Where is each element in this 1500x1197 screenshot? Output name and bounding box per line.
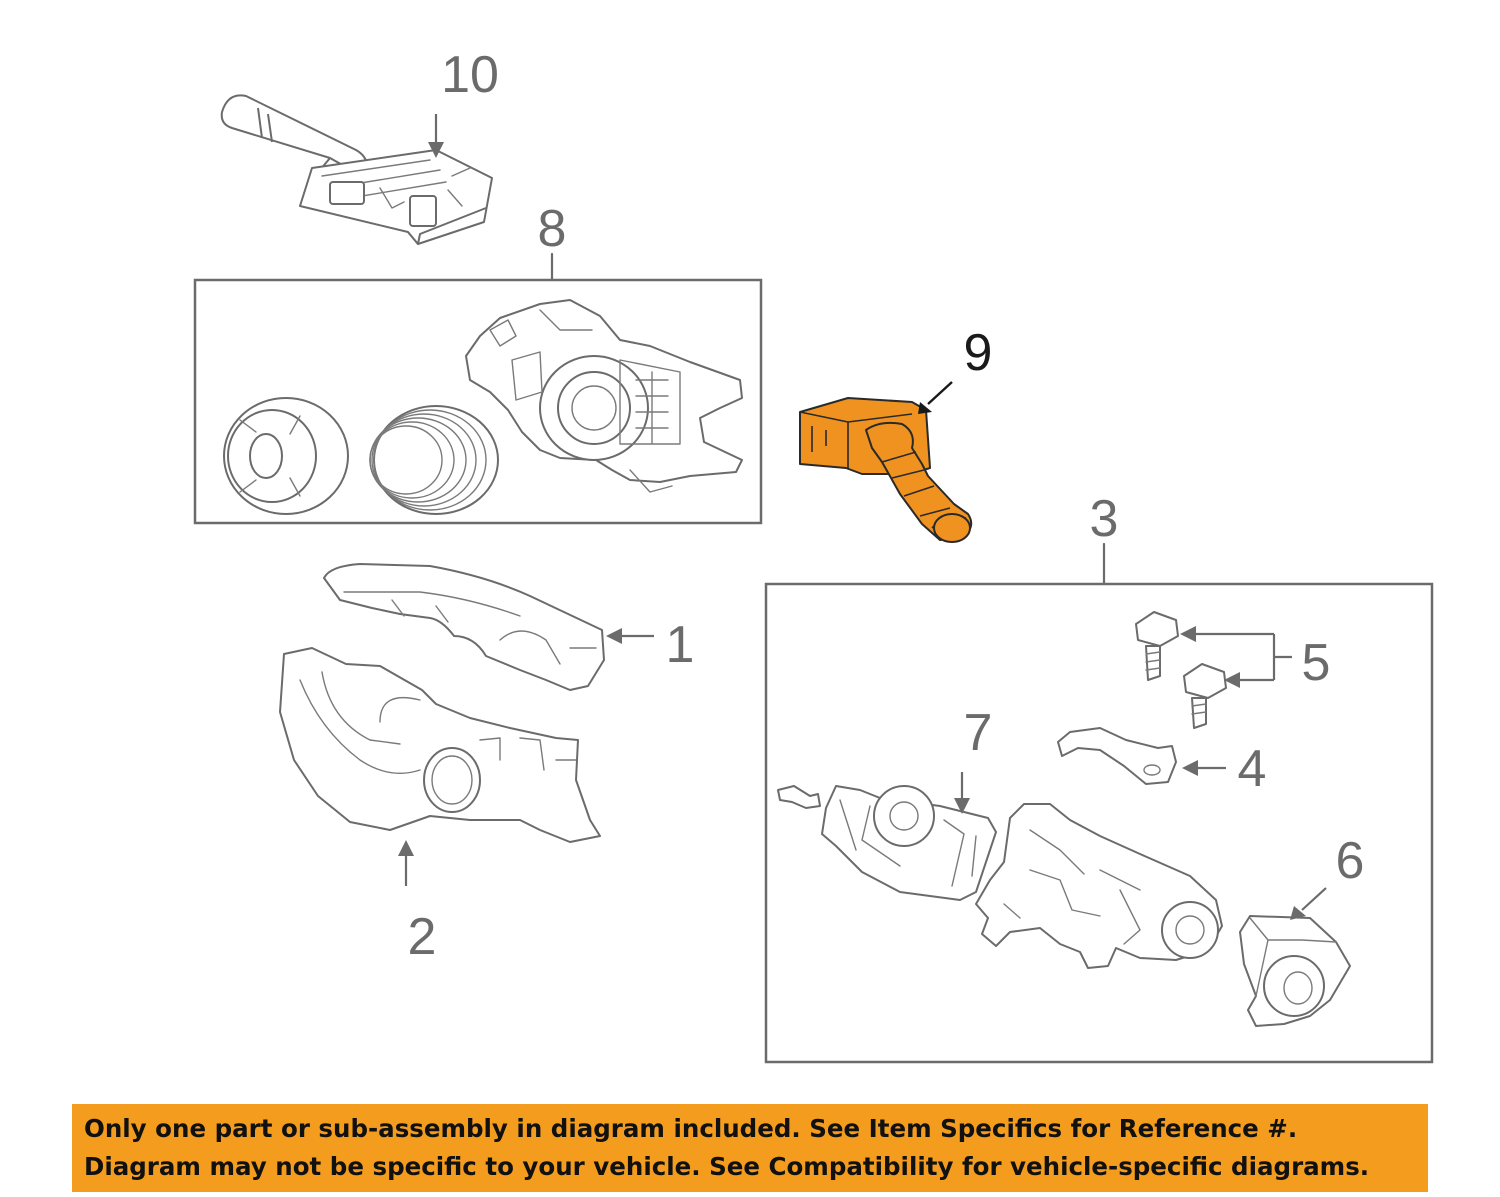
- part-1-upper-cover: [323, 563, 605, 691]
- arrow-2: [398, 840, 414, 886]
- callout-5: 5: [1302, 634, 1331, 692]
- parts-diagram: 10 8 9: [193, 46, 1434, 1064]
- part-10-wiper-switch: [220, 94, 493, 245]
- callout-4: 4: [1238, 740, 1267, 798]
- part-8-group-box: [193, 278, 763, 525]
- part-5-bolts: [1135, 611, 1227, 729]
- callout-3: 3: [1090, 490, 1119, 548]
- arrow-6: [1290, 887, 1327, 920]
- arrow-9: [918, 381, 953, 414]
- part-4-bracket: [1057, 727, 1177, 785]
- disclaimer-banner: Only one part or sub-assembly in diagram…: [72, 1104, 1428, 1192]
- callout-6: 6: [1336, 832, 1365, 890]
- part-3-steering-lock: [975, 803, 1223, 969]
- part-7-ignition-switch: [777, 785, 997, 901]
- arrow-5: [1180, 626, 1292, 688]
- arrow-4: [1182, 760, 1226, 776]
- part-3-group-box: [764, 582, 1434, 1064]
- callout-1: 1: [666, 616, 695, 674]
- arrow-1: [606, 628, 654, 644]
- callout-8: 8: [538, 200, 567, 258]
- arrow-10: [428, 114, 444, 158]
- part-9-turn-signal-switch: [799, 397, 973, 543]
- part-8-clockspring: [223, 299, 743, 515]
- disclaimer-line-2: Diagram may not be specific to your vehi…: [84, 1152, 1370, 1181]
- callout-2: 2: [408, 908, 437, 966]
- callout-10: 10: [441, 46, 499, 104]
- part-2-lower-cover: [279, 647, 601, 843]
- arrow-7: [954, 772, 970, 814]
- callout-7: 7: [964, 704, 993, 762]
- callout-9: 9: [964, 324, 993, 382]
- part-6-key-cylinder: [1239, 915, 1351, 1027]
- disclaimer-line-1: Only one part or sub-assembly in diagram…: [84, 1114, 1298, 1143]
